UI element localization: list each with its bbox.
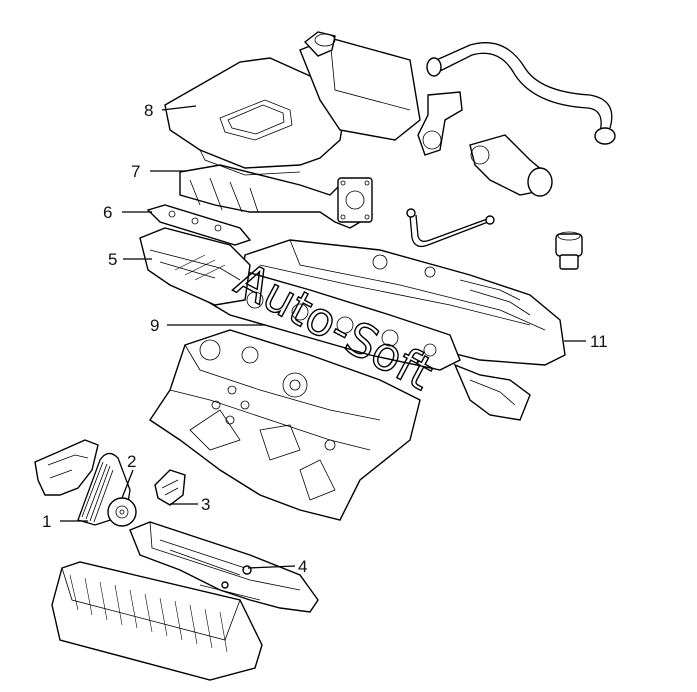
air-filter-box (299, 31, 421, 141)
callout-9: 9 (150, 316, 159, 335)
callout-3: 3 (201, 495, 210, 514)
breather-hose (426, 42, 616, 145)
cylinder-head (199, 269, 461, 371)
vacuum-pipe (406, 208, 495, 248)
intake-manifold-lower (139, 227, 251, 306)
callout-1: 1 (42, 512, 51, 531)
callout-7: 7 (131, 162, 140, 181)
chain-tensioner (154, 469, 186, 506)
callout-2: 2 (127, 452, 136, 471)
callout-11: 11 (590, 332, 608, 351)
oil-pump (129, 521, 319, 613)
secondary-air-pump (417, 91, 553, 197)
leader-lines (60, 105, 586, 569)
control-valve (555, 231, 583, 270)
intake-gasket (146, 204, 252, 246)
callout-6: 6 (103, 203, 112, 222)
oil-sump (51, 561, 263, 681)
callout-8: 8 (144, 101, 153, 120)
callout-4: 4 (298, 557, 307, 576)
timing-sprocket (107, 497, 137, 527)
callout-5: 5 (108, 250, 117, 269)
engine-block (149, 329, 421, 521)
timing-cover (34, 439, 99, 496)
engine-top-cover (164, 57, 346, 176)
exhaust-manifold (453, 363, 531, 421)
intake-manifold-upper (179, 164, 373, 229)
cylinder-head-cover (239, 239, 566, 366)
